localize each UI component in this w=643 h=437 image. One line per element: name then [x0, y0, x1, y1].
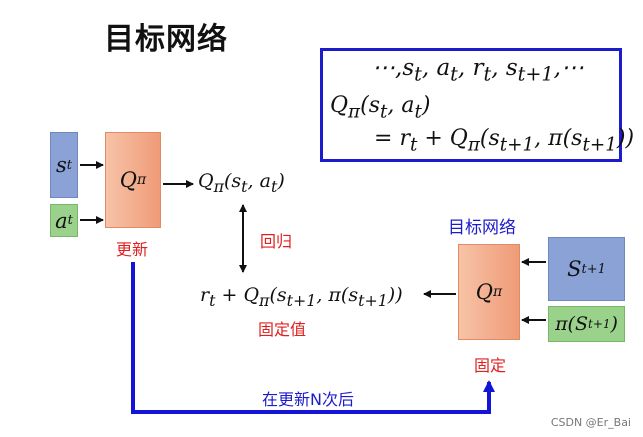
q-output: Qπ(st, at) — [198, 170, 285, 196]
fixed-value-label: 固定值 — [258, 320, 307, 339]
formula-sequence: ⋯,st, at, rt, st+1,⋯ — [372, 55, 584, 86]
formula-q-value: Qπ(st, at) — [330, 93, 431, 123]
page-title: 目标网络 — [104, 22, 228, 57]
formula-box — [320, 48, 622, 162]
target-network-title: 目标网络 — [448, 218, 516, 238]
regression-label: 回归 — [260, 232, 293, 251]
target-expression: rt + Qπ(st+1, π(st+1)) — [200, 284, 403, 310]
fixed-label: 固定 — [474, 356, 507, 375]
update-label: 更新 — [116, 240, 149, 259]
update-path-arrow — [131, 262, 495, 414]
watermark: CSDN @Er_Bai — [550, 416, 631, 429]
update-note: 在更新N次后 — [262, 390, 354, 409]
formula-target: = rt + Qπ(st+1, π(st+1)) — [374, 126, 635, 156]
